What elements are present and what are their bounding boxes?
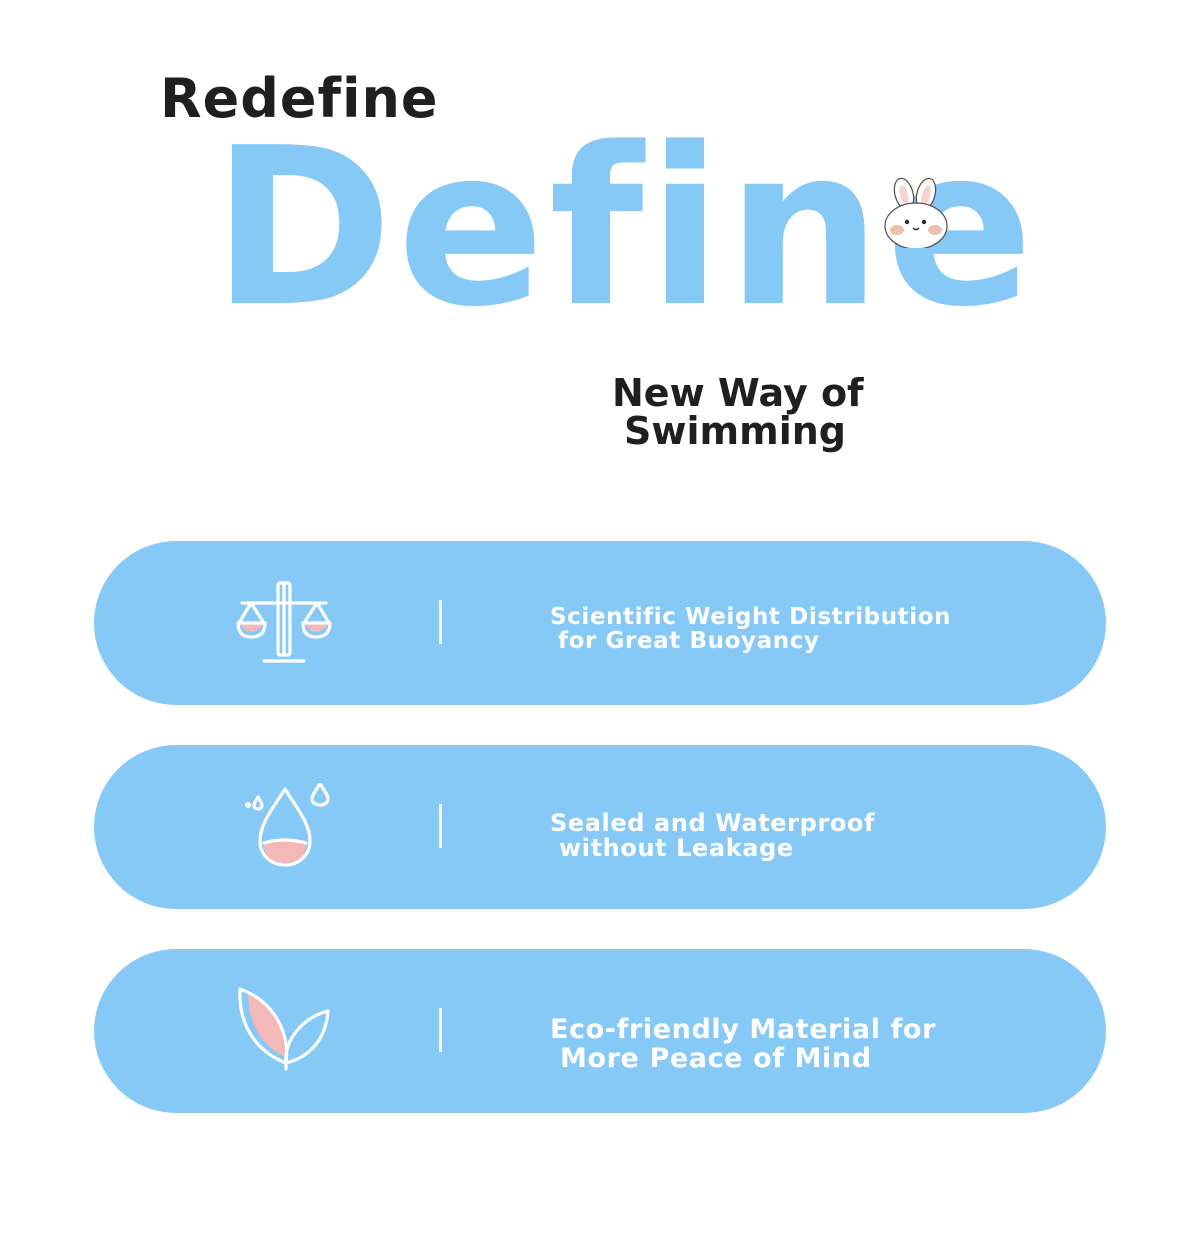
feature-line-1: Scientific Weight Distribution: [550, 604, 952, 630]
divider: [439, 804, 442, 848]
feature-text: Scientific Weight Distribution for Great…: [550, 605, 951, 653]
water-drop-icon: [245, 783, 330, 867]
balance-scale-icon: [236, 581, 332, 663]
feature-card-waterproof: Sealed and Waterproof without Leakage: [94, 745, 1106, 909]
tagline-line-2: Swimming: [624, 409, 846, 453]
feature-card-buoyancy: Scientific Weight Distribution for Great…: [94, 541, 1106, 705]
tagline-line-1: New Way of: [612, 371, 864, 415]
divider: [439, 1008, 442, 1052]
feature-line-1: Eco-friendly Material for: [550, 1014, 936, 1045]
leaf-icon: [238, 987, 330, 1071]
feature-text: Sealed and Waterproof without Leakage: [550, 811, 875, 861]
feature-text: Eco-friendly Material for More Peace of …: [550, 1015, 936, 1073]
redefine-heading: Redefine: [160, 67, 439, 130]
feature-line-2: without Leakage: [559, 834, 794, 862]
bunny-mascot-icon: [884, 177, 948, 248]
feature-line-1: Sealed and Waterproof: [550, 809, 876, 837]
divider: [439, 600, 442, 644]
feature-line-2: More Peace of Mind: [560, 1043, 872, 1074]
tagline: New Way of Swimming: [612, 374, 892, 450]
feature-line-2: for Great Buoyancy: [558, 628, 820, 654]
feature-card-eco: Eco-friendly Material for More Peace of …: [94, 949, 1106, 1113]
